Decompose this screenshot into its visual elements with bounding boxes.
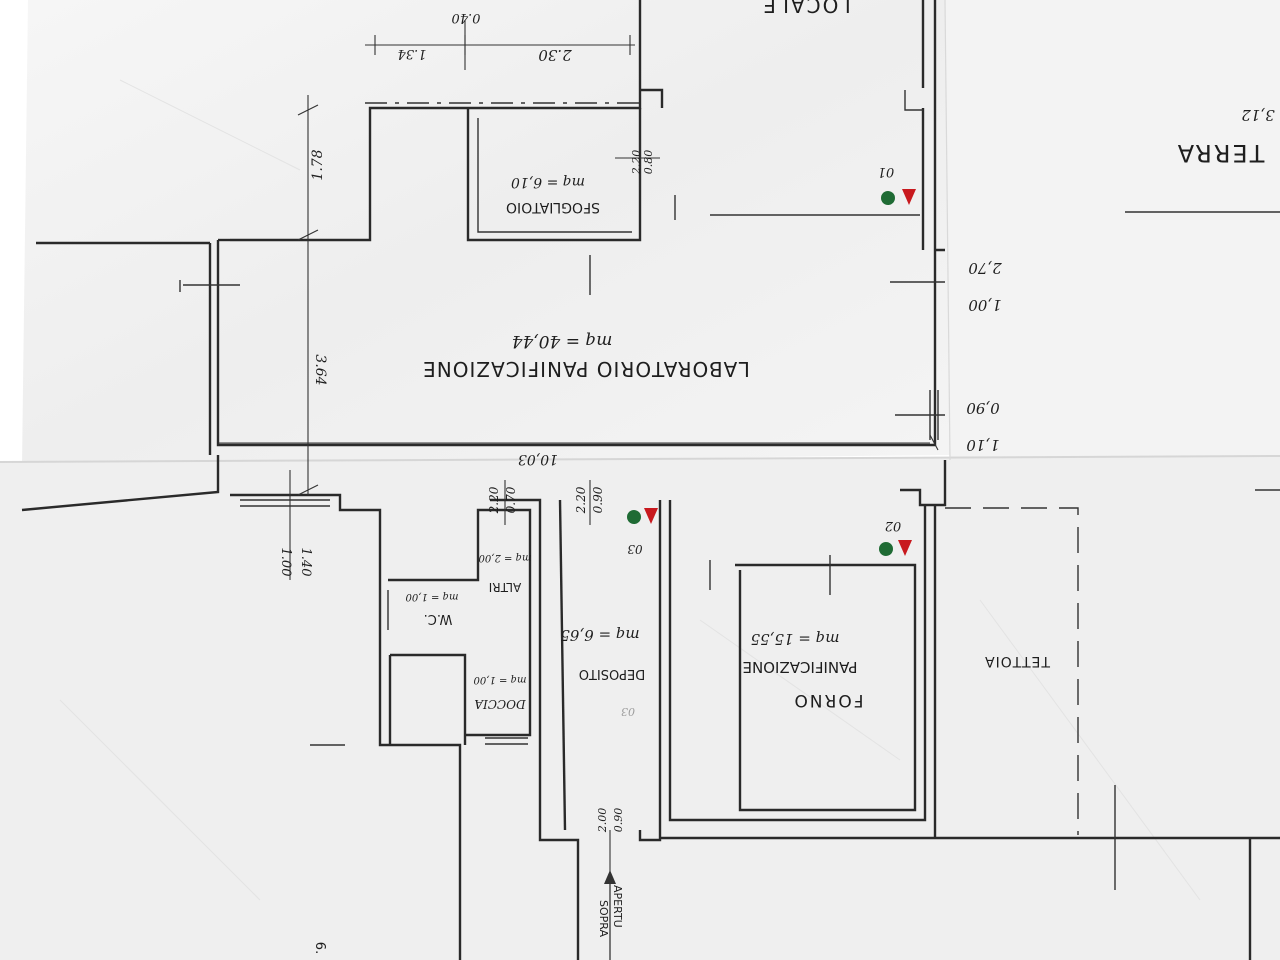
label-value-312: 3,12 [1241,106,1274,124]
dim-090: 0,90 [966,399,1000,417]
walls [21,0,1280,960]
marker-01-label: 01 [878,164,895,179]
room-sfogliatoio-name: SFOGLIATOIO [506,199,600,215]
room-lab-area: mq = 40,44 [512,331,613,351]
label-apertura-1: APERTU [611,885,624,928]
dim-364: 3.64 [312,354,328,385]
dim-040: 0.40 [452,10,481,25]
label-apertura-2: SOPRA [597,900,610,937]
dim-134: 1.34 [398,46,427,61]
dim-220c: 2.20 [574,486,588,514]
label-locale: LOCALE [761,0,851,17]
markers: 01 02 03 03 [621,164,916,718]
dimension-lines [218,20,939,960]
marker-02-red-triangle [898,540,912,556]
room-altri-area: mq = 2,00 [478,552,532,563]
apertura-arrow [604,870,616,960]
dim-100b: 1.00 [278,548,293,577]
marker-03: 03 03 [621,508,658,718]
room-lab-name: LABORATORIO PANIFICAZIONE [422,357,750,381]
dim-090b: 0.90 [591,486,605,513]
room-forno-name: FORNO [792,690,863,710]
marker-03-red-triangle [644,508,658,524]
dimension-labels: 0.40 1.34 2.30 1.78 3.64 10,03 0.80 2.20… [278,10,1003,833]
dim-230: 2.30 [538,46,573,64]
room-forno-sub: PANIFICAZIONE [743,658,858,676]
room-wc-area: mq = 1,00 [405,591,459,602]
room-altri-name: ALTRI [489,580,521,594]
room-tettoia-name: TETTOIA [984,653,1051,669]
room-doccia-name: DOCCIA [474,697,527,711]
label-terra: TERRA [1176,139,1266,167]
room-deposito-area: mq = 6,65 [560,626,639,644]
marker-03-green-dot [627,510,641,524]
dim-178: 1.78 [310,149,326,180]
marker-03-faint-label: 03 [621,705,635,718]
dim-110: 1,10 [966,436,1000,454]
dim-100a: 1,00 [968,296,1002,314]
dim-1003: 10,03 [518,451,558,467]
dim-220a: 2.20 [630,150,643,176]
room-deposito-name: DEPOSITO [579,666,646,681]
dim-140: 1.40 [298,548,313,577]
label-edge-number: 6. [312,942,327,954]
dim-070: 0.70 [504,486,518,513]
dim-080: 0.80 [642,150,655,175]
dim-200: 2.00 [596,808,609,834]
room-wc-name: W.C. [424,611,453,626]
marker-02-label: 02 [885,518,902,533]
marker-02: 02 [879,518,912,556]
room-labels: LABORATORIO PANIFICAZIONE mq = 40,44 SFO… [312,0,1275,954]
room-doccia-area: mq = 1,00 [473,674,527,685]
marker-01: 01 [878,164,916,205]
marker-03-label: 03 [627,542,643,556]
arrow-up-icon [604,870,616,884]
marker-01-red-triangle [902,189,916,205]
marker-02-green-dot [879,542,893,556]
dim-270: 2,70 [968,259,1003,277]
dim-220b: 2.20 [487,486,501,514]
room-forno-area: mq = 15,55 [751,630,840,648]
dim-090c: 0.90 [612,808,625,833]
marker-01-green-dot [881,191,895,205]
room-sfogliatoio-area: mq = 6,10 [511,174,585,190]
